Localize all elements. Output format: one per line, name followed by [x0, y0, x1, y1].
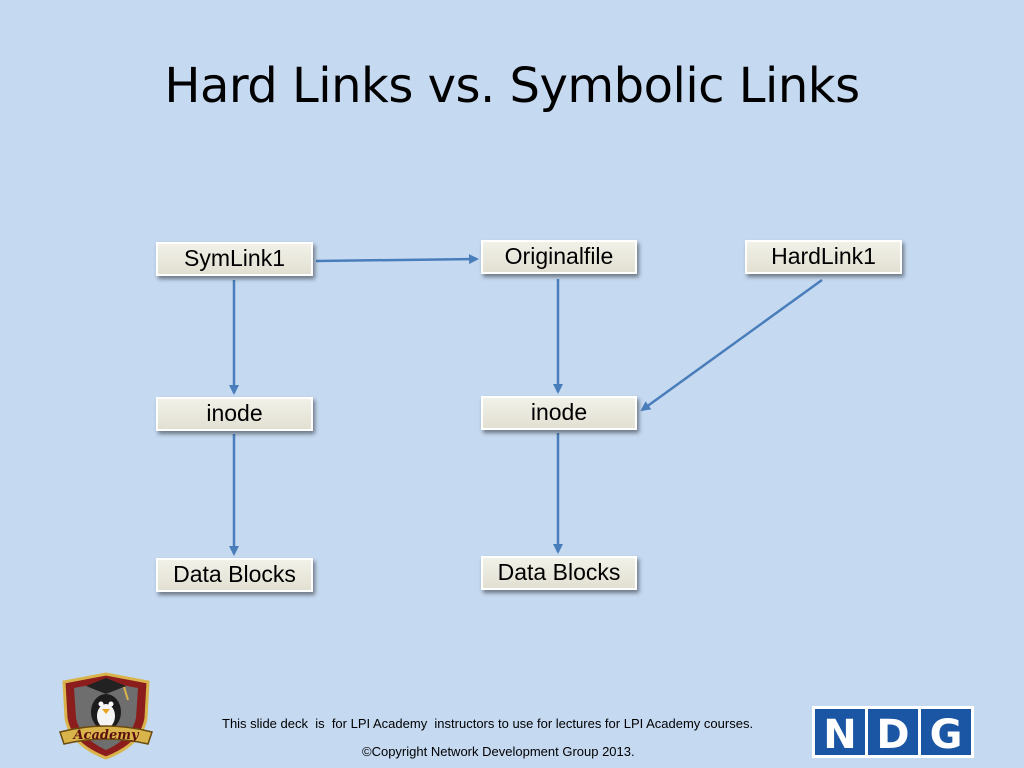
arrow-hardlink-to-inode — [640, 278, 823, 412]
datablocks-left-label: Data Blocks — [173, 560, 296, 587]
datablocks-left-node: Data Blocks — [156, 558, 313, 592]
ndg-letter-d: D — [876, 712, 909, 758]
originalfile-label: Originalfile — [504, 242, 614, 269]
originalfile-node: Originalfile — [481, 240, 637, 274]
footer-copyright: ©Copyright Network Development Group 201… — [362, 744, 635, 759]
ndg-letter-n: N — [823, 712, 856, 758]
slide-title: Hard Links vs. Symbolic Links — [164, 58, 860, 114]
lpi-logo-text: Academy — [71, 728, 140, 743]
inode-right-node: inode — [481, 396, 637, 430]
inode-left-label: inode — [206, 399, 263, 426]
hardlink-label: HardLink1 — [771, 242, 876, 269]
inode-right-label: inode — [530, 398, 588, 425]
symlink-label: SymLink1 — [184, 244, 285, 271]
inode-left-node: inode — [156, 397, 313, 431]
arrow-symlink-to-originalfile — [315, 254, 479, 265]
datablocks-right-label: Data Blocks — [497, 558, 621, 585]
ndg-logo: N D G — [812, 706, 974, 758]
footer-disclaimer: This slide deck is for LPI Academy instr… — [222, 716, 754, 731]
ndg-letter-g: G — [930, 712, 963, 758]
datablocks-right-node: Data Blocks — [481, 556, 637, 590]
hardlink-node: HardLink1 — [745, 240, 902, 274]
symlink-node: SymLink1 — [156, 242, 313, 276]
lpi-academy-logo: Academy — [59, 672, 153, 760]
